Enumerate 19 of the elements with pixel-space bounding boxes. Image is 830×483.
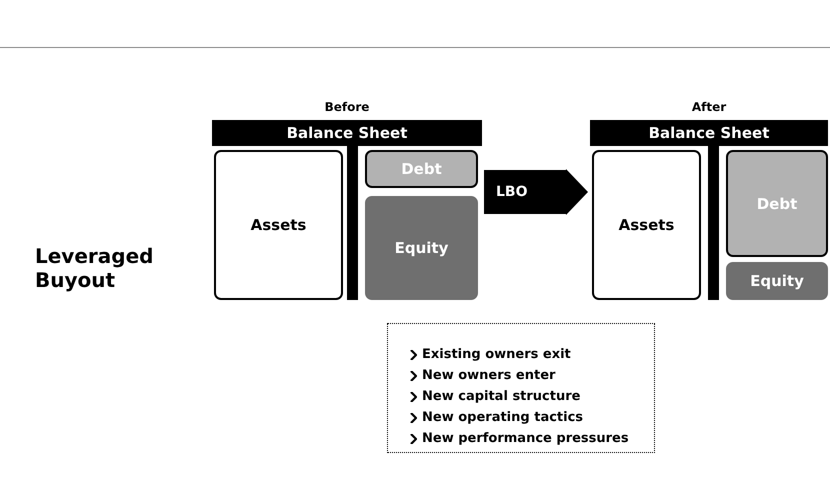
bullet-item: New capital structure <box>422 389 580 404</box>
equity-box: Equity <box>726 262 828 300</box>
bullet-item: New owners enter <box>422 368 556 383</box>
bullet-list-box <box>387 323 655 453</box>
column-heading: Before <box>324 100 370 114</box>
side-label: Leveraged Buyout <box>35 244 154 292</box>
column-heading: After <box>690 100 728 114</box>
debt-box: Debt <box>726 150 828 257</box>
chevron-arrow <box>484 169 588 215</box>
table-header: Balance Sheet <box>212 120 482 146</box>
bullet-item: New operating tactics <box>422 410 584 425</box>
edge-label: LBO <box>496 183 528 201</box>
equity-box: Equity <box>365 196 478 300</box>
table-header: Balance Sheet <box>590 120 828 146</box>
bullet-item: Existing owners exit <box>422 347 571 362</box>
debt-box: Debt <box>365 150 478 188</box>
assets-box: Assets <box>214 150 343 300</box>
assets-box: Assets <box>592 150 701 300</box>
bullet-item: New performance pressures <box>422 431 629 446</box>
